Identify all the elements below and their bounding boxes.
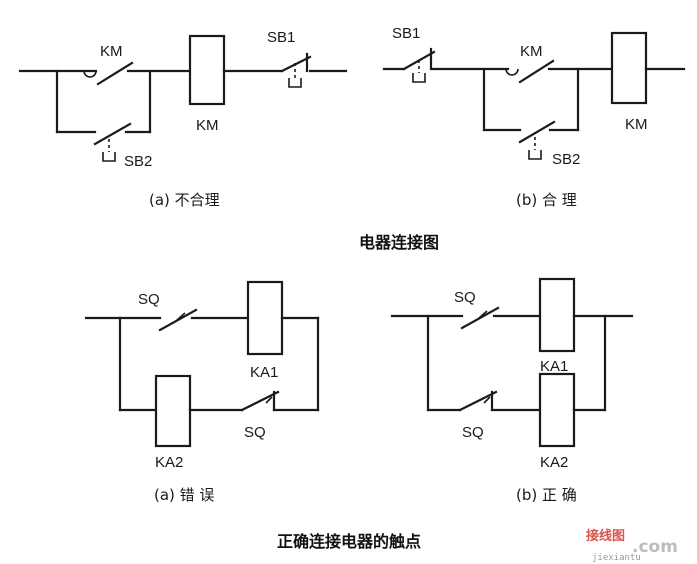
ka1-label: KA1 <box>250 364 278 381</box>
watermark: 接线图 .com jiexiantu <box>586 528 678 563</box>
km-coil <box>188 34 226 106</box>
ka1-coil <box>538 277 576 353</box>
sq-label: SQ <box>244 424 266 441</box>
ka2-coil <box>538 372 576 448</box>
km-coil-label: KM <box>196 117 219 134</box>
watermark-domain: .com <box>632 537 678 557</box>
caption-b-bottom: (b) 正 确 <box>516 486 577 504</box>
km-contact-mark <box>505 68 519 76</box>
sb1-button-icon <box>412 73 426 83</box>
sq-nc-contact-blade <box>458 390 498 412</box>
caption-a-bottom: (a) 错 误 <box>154 486 214 504</box>
km-contact-blade <box>96 61 134 86</box>
sb2-button-icon <box>528 150 542 160</box>
sq-contact-tick <box>478 310 488 319</box>
sq-nc-contact-tick <box>483 396 491 404</box>
ka2-label: KA2 <box>155 454 183 471</box>
sb2-contact-blade <box>518 120 556 144</box>
km-contact-blade <box>518 59 555 84</box>
sb2-label: SB2 <box>124 153 152 170</box>
circuit-a-wrong: SQ KA1 SQ KA2 (a) 错 误 <box>84 280 320 504</box>
circuit-b-correct: SQ KA1 SQ KA2 (b) 正 确 <box>390 277 634 504</box>
caption-a-top: (a) 不合理 <box>149 191 220 209</box>
sb1-button-icon <box>288 78 302 88</box>
sb1-label: SB1 <box>392 25 420 42</box>
circuit-a-unreasonable: KM KM SB1 SB2 (a) 不合理 <box>18 29 348 209</box>
sb1-contact-blade <box>280 55 312 73</box>
sq-nc-contact-tick <box>265 396 273 404</box>
sq-label: SQ <box>462 424 484 441</box>
ka2-label: KA2 <box>540 454 568 471</box>
sq-label: SQ <box>454 289 476 306</box>
sb2-label: SB2 <box>552 151 580 168</box>
ka1-label: KA1 <box>540 358 568 375</box>
sq-label: SQ <box>138 291 160 308</box>
caption-b-top: (b) 合 理 <box>516 191 577 209</box>
km-coil <box>610 31 648 105</box>
sb2-button-icon <box>102 152 116 162</box>
title-top: 电器连接图 <box>359 233 439 252</box>
km-coil-label: KM <box>625 116 648 133</box>
km-contact-label: KM <box>520 43 543 60</box>
watermark-sub: jiexiantu <box>592 553 641 563</box>
title-bottom: 正确连接电器的触点 <box>277 532 421 551</box>
sb1-label: SB1 <box>267 29 295 46</box>
watermark-brand: 接线图 <box>586 528 625 544</box>
circuit-b-reasonable: SB1 KM KM SB2 (b) 合 理 <box>382 25 686 209</box>
km-contact-label: KM <box>100 43 123 60</box>
ka1-coil <box>246 280 284 356</box>
ka2-coil <box>154 374 192 448</box>
sb2-contact-blade <box>93 122 132 146</box>
km-contact-mark <box>83 70 97 78</box>
sq-contact-tick <box>176 312 186 321</box>
sq-nc-contact-blade <box>240 390 280 412</box>
